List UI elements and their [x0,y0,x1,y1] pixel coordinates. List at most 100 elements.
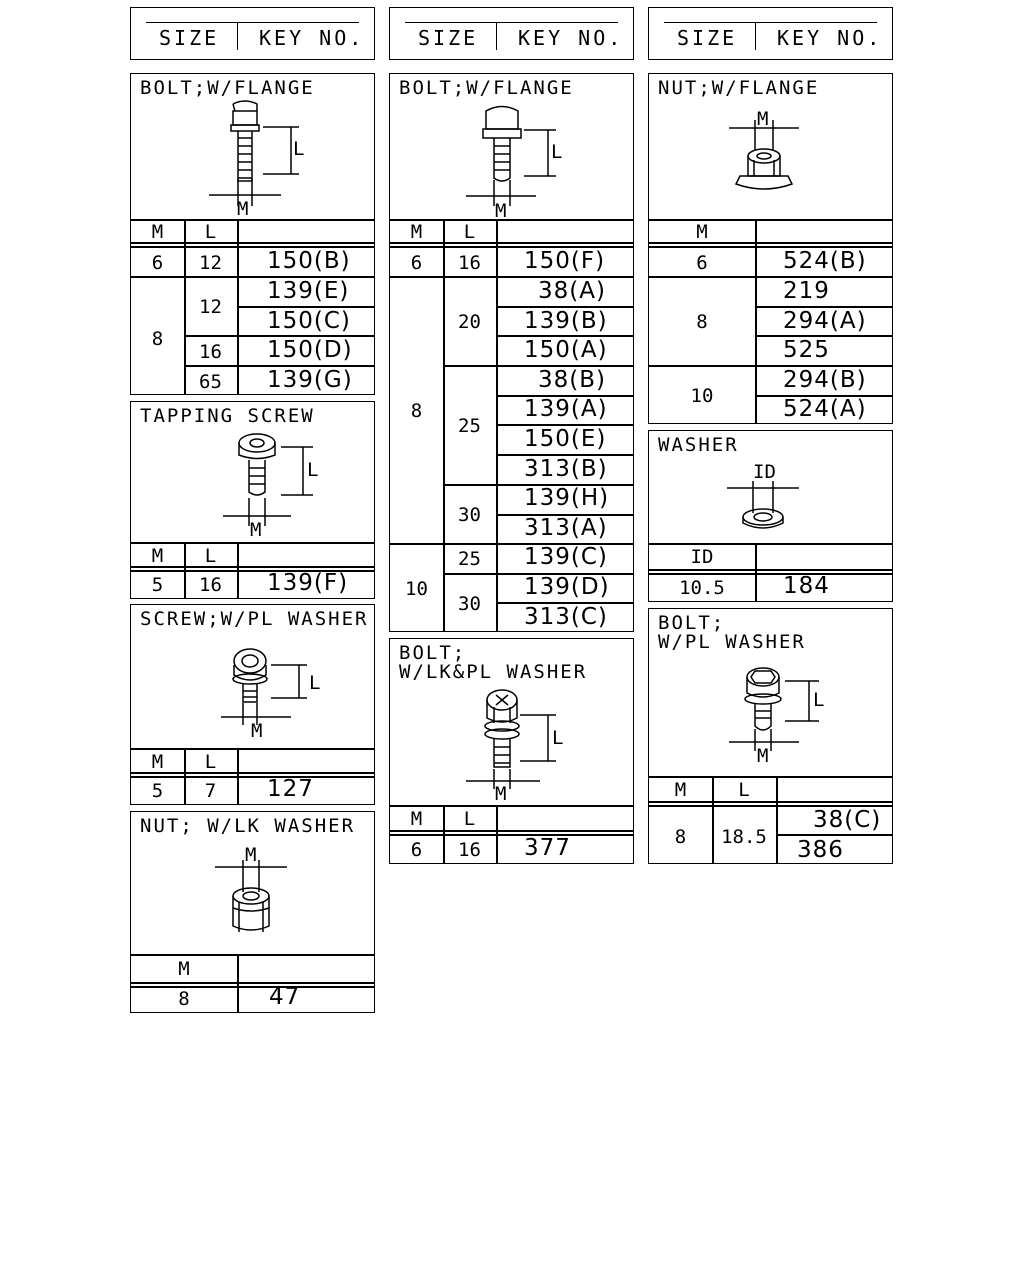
section-title: NUT;W/FLANGE [658,77,820,99]
flange-bolt-illustration [466,105,556,206]
dim-m-label: M [495,200,507,222]
section-title-line-1: BOLT; [399,642,467,664]
lock-washer-nut-illustration [215,860,287,932]
key-no: 294(B) [783,367,867,393]
cell-l: 12 [199,296,222,318]
dim-m-label: M [250,519,262,541]
cell-m: 8 [178,988,190,1010]
dim-m-label: M [757,745,769,767]
cell-m: 8 [674,826,687,848]
size-label: SIZE [677,26,738,50]
key-no: 150(D) [267,337,353,363]
key-no: 38(B) [538,367,606,393]
key-no: 38(A) [538,278,606,304]
flange-bolt-illustration [209,100,299,206]
key-no: 150(A) [524,337,608,363]
cell-l: 30 [458,504,481,526]
col-m: M [178,958,190,980]
key-no: 139(F) [267,570,349,596]
key-no: 139(E) [267,278,350,304]
cell-l: 12 [199,252,222,274]
key-no: 219 [783,278,830,304]
dim-l-label: L [551,141,563,163]
key-label: KEY NO. [518,26,624,50]
washer-bolt-illustration [729,667,819,751]
cell-l: 20 [458,311,481,333]
key-no: 313(A) [524,515,608,541]
section-title: BOLT;W/FLANGE [399,77,574,99]
col-l: L [204,545,217,567]
col-m: M [151,751,164,773]
section-bolt-flange-1: BOLT;W/FLANGE L M M L 6 12 150(B) 8 12 1… [130,73,375,395]
key-no: 139(G) [267,367,353,393]
cell-l: 16 [199,341,222,363]
key-no: 150(F) [524,248,606,274]
screw-pl-washer-illustration [221,648,307,725]
dim-l-label: L [813,689,825,711]
cell-id: 10.5 [679,577,725,599]
col-l: L [463,221,476,243]
key-no: 377 [524,835,571,861]
cell-l: 30 [458,593,481,615]
section-tapping-screw: TAPPING SCREW L M M L 5 16 139(F) [130,401,375,599]
cell-l: 16 [458,839,481,861]
cell-m: 5 [151,780,164,802]
section-title: BOLT;W/FLANGE [140,77,315,99]
flange-nut-illustration [729,120,799,190]
section-title-line-2: W/PL WASHER [658,631,806,653]
cell-m: 6 [410,839,423,861]
cell-m: 8 [410,400,423,422]
key-label: KEY NO. [259,26,365,50]
col-m: M [151,221,164,243]
section-title-line-1: BOLT; [658,612,726,634]
cell-l: 25 [458,548,481,570]
col-m: M [696,221,708,243]
col-l: L [204,751,217,773]
section-title-line-2: W/LK&PL WASHER [399,661,588,683]
cell-m: 8 [696,311,708,333]
dim-l-label: L [309,672,321,694]
key-no: 139(H) [524,485,610,511]
cell-l: 7 [204,780,217,802]
dim-m-label: M [495,783,507,805]
section-bolt-pl-washer: BOLT; W/PL WASHER L M M L 8 18.5 38(C) 3… [648,608,893,864]
col-l: L [463,808,476,830]
section-title: SCREW;W/PL WASHER [140,608,369,630]
cell-m: 6 [410,252,423,274]
section-title: NUT; W/LK WASHER [140,815,356,837]
section-bolt-lk-pl-washer: BOLT; W/LK&PL WASHER L M M L 6 16 377 [389,638,634,864]
cell-l: 16 [458,252,481,274]
cell-l: 65 [199,371,222,393]
dim-l-label: L [552,727,564,749]
cell-m: 6 [696,252,708,274]
col-m: M [410,808,423,830]
key-no: 139(D) [524,574,610,600]
col-m: M [674,779,687,801]
dim-m-label: M [237,198,249,220]
section-title: TAPPING SCREW [140,405,315,427]
washer-illustration [727,481,799,529]
section-bolt-flange-2: BOLT;W/FLANGE L M M L 6 16 150(F) 8 20 3… [389,73,634,632]
key-no: 294(A) [783,308,867,334]
dim-l-label: L [307,459,319,481]
key-no: 184 [783,573,830,599]
key-no: 150(B) [267,248,351,274]
cell-l: 16 [199,574,222,596]
size-label: SIZE [418,26,479,50]
col-l: L [204,221,217,243]
cell-m: 10 [405,578,428,600]
col-id: ID [690,546,714,568]
key-no: 150(C) [267,308,351,334]
dim-id-label: ID [753,461,776,483]
section-screw-pl-washer: SCREW;W/PL WASHER L M M L 5 7 127 [130,604,375,805]
dim-m-label: M [757,108,769,130]
key-no: 38(C) [813,807,882,833]
col-l: L [738,779,750,801]
header-col-1: SIZE KEY NO. [130,7,375,60]
dim-l-label: L [293,138,305,160]
header-col-3: SIZE KEY NO. [648,7,893,60]
cell-m: 6 [151,252,164,274]
header-col-2: SIZE KEY NO. [389,7,634,60]
cell-m: 8 [151,328,164,350]
